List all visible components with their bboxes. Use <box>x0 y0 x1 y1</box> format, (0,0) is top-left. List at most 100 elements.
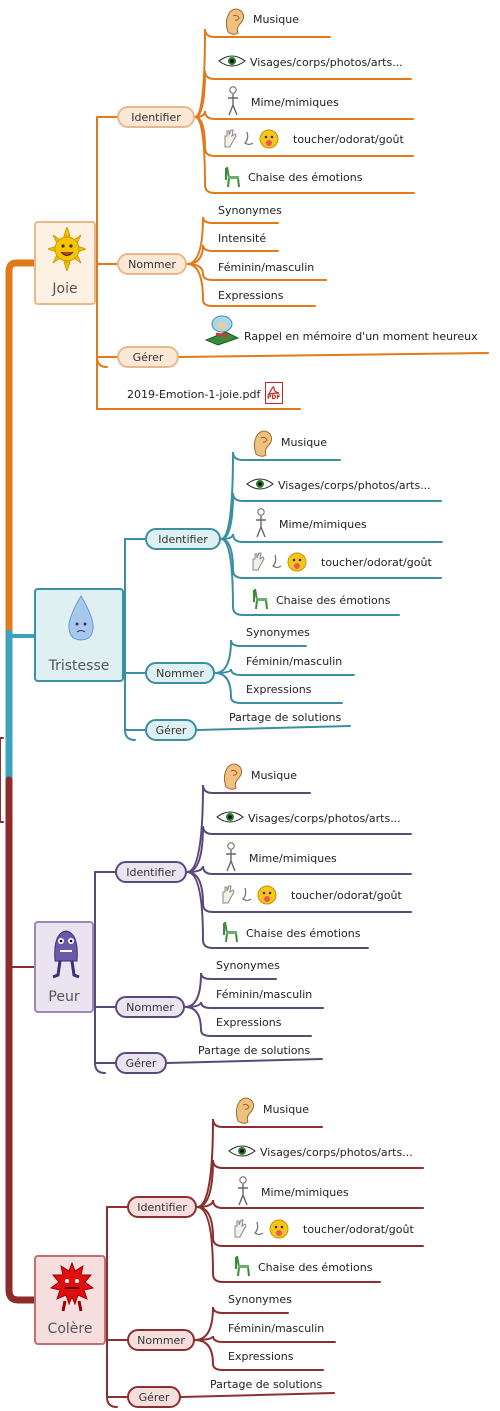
peur-identifier-branch-2 <box>186 865 412 875</box>
tristesse-identifier-branch-2 <box>220 533 443 543</box>
joie-file-branch <box>96 356 301 410</box>
tristesse-identifier-branch-1 <box>220 492 442 540</box>
tristesse-item-chaise: Chaise des émotions <box>276 594 391 607</box>
tristesse-gerer-pill[interactable]: Gérer <box>145 719 197 741</box>
joie-nommer-pill[interactable]: Nommer <box>117 253 187 275</box>
tristesse-nommer-branch-2 <box>214 672 343 704</box>
eye-icon <box>246 478 274 490</box>
peur-nommer-pill[interactable]: Nommer <box>115 996 185 1018</box>
joie-file-link[interactable]: 2019-Emotion-1-joie.pdf <box>127 388 261 401</box>
node-peur-label: Peur <box>48 989 80 1005</box>
mime-person-icon <box>238 1176 248 1206</box>
colere-nommer-branch-0 <box>194 1306 289 1341</box>
joie-item-mime: Mime/mimiques <box>251 96 339 109</box>
node-colere-label: Colère <box>47 1321 93 1337</box>
tristesse-identifier-branch-4 <box>220 538 400 616</box>
node-tristesse[interactable]: Tristesse <box>34 588 124 682</box>
peur-nommer-branch-0 <box>184 972 277 1008</box>
peur-identifier-pill[interactable]: Identifier <box>115 861 187 883</box>
node-joie-label: Joie <box>52 281 78 297</box>
colere-gerer-branch <box>180 1392 335 1398</box>
ear-icon <box>253 430 273 457</box>
colere-identifier-branch-0 <box>196 1118 323 1208</box>
peur-nom-expressions: Expressions <box>216 1016 282 1029</box>
joie-nom-expressions: Expressions <box>218 289 284 302</box>
hand-icon <box>252 552 265 571</box>
nose-icon <box>242 887 252 902</box>
trunk-colere <box>5 776 38 1304</box>
trunk-link-tristesse <box>7 631 36 638</box>
joie-nommer-branch-1 <box>186 244 279 265</box>
colere-nommer-pill[interactable]: Nommer <box>127 1329 195 1351</box>
tristesse-identifier-pill[interactable]: Identifier <box>145 528 221 550</box>
peur-gerer-pill[interactable]: Gérer <box>115 1052 167 1074</box>
tongue-smiley-icon <box>257 885 277 905</box>
peur-item-musique: Musique <box>251 769 297 782</box>
tristesse-identifier-branch-3 <box>220 538 442 579</box>
nose-icon <box>244 131 254 146</box>
joie-identifier-branch-4 <box>194 116 415 194</box>
colere-spine <box>106 1206 118 1408</box>
node-colere[interactable]: Colère <box>34 1255 106 1345</box>
joie-item-chaise: Chaise des émotions <box>248 171 363 184</box>
joie-identifier-pill[interactable]: Identifier <box>117 106 195 128</box>
node-joie[interactable]: Joie <box>34 221 96 305</box>
eye-icon <box>228 1145 256 1157</box>
ear-icon <box>235 1097 255 1124</box>
tongue-smiley-icon <box>287 552 307 572</box>
joie-spine <box>96 116 108 368</box>
mime-person-icon <box>256 508 266 538</box>
colere-identifier-branch-2 <box>196 1199 424 1209</box>
colere-item-mime: Mime/mimiques <box>261 1186 349 1199</box>
chair-icon <box>223 921 238 943</box>
tongue-smiley-icon <box>259 129 279 149</box>
red-angry-monster-icon <box>50 1261 94 1312</box>
chair-icon <box>225 166 240 188</box>
joie-identifier-branch-0 <box>194 28 331 118</box>
joie-gerer-branch <box>178 352 489 358</box>
peur-gerer-branch <box>166 1058 323 1064</box>
joie-item-musique: Musique <box>253 13 299 26</box>
colere-nom-expressions: Expressions <box>228 1350 294 1363</box>
pdf-acrobat-icon <box>267 386 280 395</box>
colere-item-chaise: Chaise des émotions <box>258 1261 373 1274</box>
colere-gerer-pill[interactable]: Gérer <box>127 1386 181 1408</box>
tongue-smiley-icon <box>269 1219 289 1239</box>
tristesse-nommer-branch-1 <box>214 668 355 676</box>
tristesse-nommer-pill[interactable]: Nommer <box>145 662 215 684</box>
peur-item-toucher: toucher/odorat/goût <box>291 889 402 902</box>
sleeping-person-icon <box>204 315 240 346</box>
colere-item-musique: Musique <box>263 1103 309 1116</box>
node-peur[interactable]: Peur <box>34 921 94 1013</box>
joie-nommer-branch-2 <box>186 263 327 281</box>
pdf-label: PDF <box>267 394 281 401</box>
peur-nom-feminin: Féminin/masculin <box>216 988 313 1001</box>
ear-icon <box>225 8 245 35</box>
tristesse-identifier-branch-0 <box>220 451 341 540</box>
colere-nom-synonymes: Synonymes <box>228 1293 292 1306</box>
peur-spine <box>94 871 106 1074</box>
peur-nommer-branch-2 <box>184 1006 312 1037</box>
tristesse-item-musique: Musique <box>281 436 327 449</box>
trunk-joie <box>5 259 38 637</box>
joie-gerer-pill[interactable]: Gérer <box>117 346 179 368</box>
mime-person-icon <box>226 842 236 872</box>
joie-nommer-branch-0 <box>186 216 279 265</box>
joie-identifier-branch-2 <box>194 110 414 120</box>
joie-item-toucher: toucher/odorat/goût <box>293 133 404 146</box>
colere-identifier-branch-4 <box>196 1206 381 1283</box>
pdf-icon[interactable]: PDF <box>265 382 283 404</box>
tristesse-nommer-branch-0 <box>214 639 307 674</box>
hand-icon <box>234 1219 247 1238</box>
nose-icon <box>254 1221 264 1236</box>
joie-identifier-branch-3 <box>194 116 414 157</box>
joie-nom-synonymes: Synonymes <box>218 204 282 217</box>
peur-identifier-branch-0 <box>186 784 311 873</box>
colere-identifier-branch-1 <box>196 1159 424 1208</box>
mime-person-icon <box>228 86 238 116</box>
colere-identifier-pill[interactable]: Identifier <box>127 1196 197 1218</box>
joie-nommer-branch-3 <box>186 263 316 307</box>
colere-item-visages: Visages/corps/photos/arts... <box>260 1146 413 1159</box>
tristesse-gerer-branch <box>196 725 351 731</box>
peur-nommer-branch-1 <box>184 1001 324 1009</box>
